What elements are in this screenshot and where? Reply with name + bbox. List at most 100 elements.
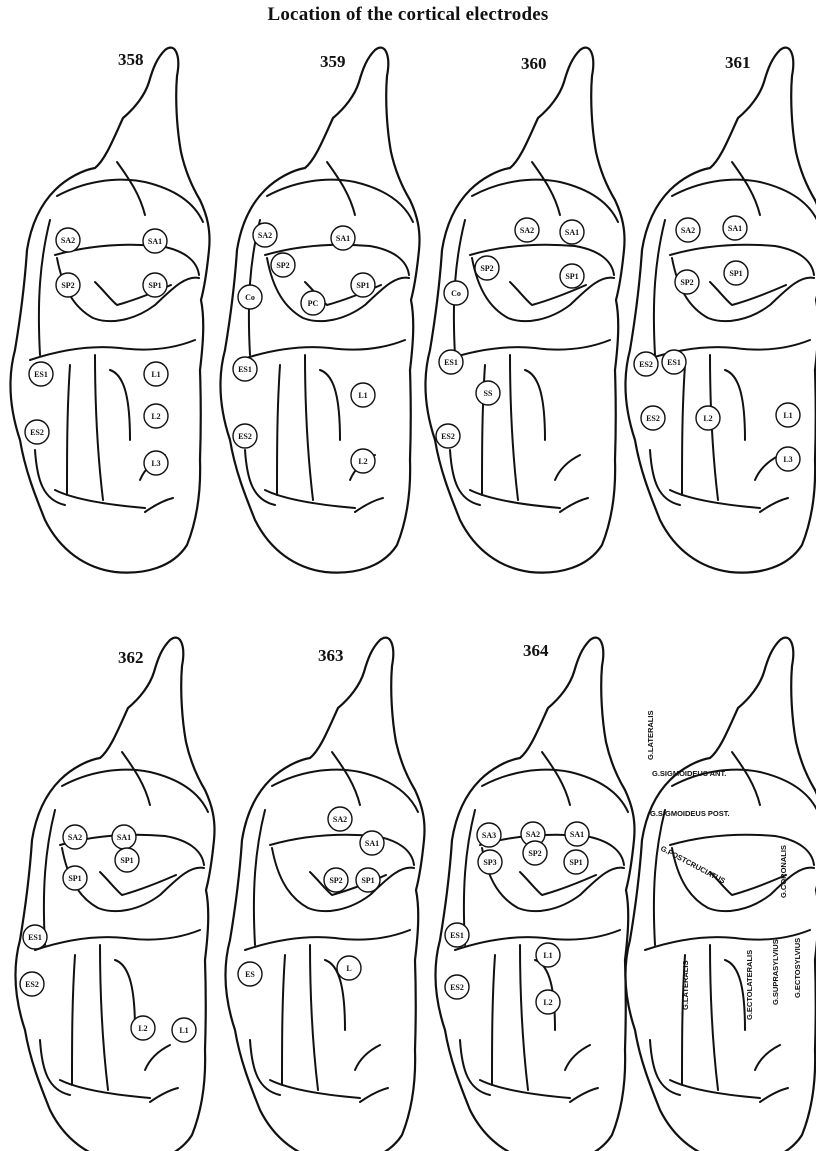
electrode-label: L bbox=[346, 964, 351, 973]
electrode-label: ES1 bbox=[238, 365, 252, 374]
electrode-label: SA1 bbox=[365, 839, 379, 848]
label-g-coronalis: G.CORONALIS bbox=[779, 845, 788, 898]
electrode-label: SP2 bbox=[276, 261, 289, 270]
label-g-sigmoideus-ant: G.SIGMOIDEUS ANT. bbox=[652, 769, 726, 778]
electrode-label: L2 bbox=[151, 412, 160, 421]
electrode-marker: SP1 bbox=[115, 848, 139, 872]
panel-number-363: 363 bbox=[318, 646, 344, 665]
electrode-label: ES2 bbox=[25, 980, 39, 989]
electrode-marker: SA2 bbox=[253, 223, 277, 247]
electrode-marker: SA1 bbox=[723, 216, 747, 240]
electrode-label: L2 bbox=[543, 998, 552, 1007]
svg-text:360: 360 bbox=[521, 54, 547, 73]
svg-text:358: 358 bbox=[118, 50, 144, 69]
electrode-marker: ES1 bbox=[233, 357, 257, 381]
electrode-label: SP2 bbox=[329, 876, 342, 885]
electrode-label: SP1 bbox=[729, 269, 742, 278]
electrode-marker: SP2 bbox=[324, 868, 348, 892]
electrode-label: SA1 bbox=[565, 228, 579, 237]
electrode-label: L1 bbox=[151, 370, 160, 379]
electrode-label: ES2 bbox=[450, 983, 464, 992]
electrode-marker: SP1 bbox=[351, 273, 375, 297]
panel-number-361: 361 bbox=[725, 53, 751, 72]
electrode-marker: SA2 bbox=[676, 218, 700, 242]
electrode-label: SP1 bbox=[361, 876, 374, 885]
brain-panel-363 bbox=[225, 638, 424, 1151]
brain-panel-362 bbox=[15, 638, 214, 1151]
electrode-label: ES1 bbox=[450, 931, 464, 940]
electrode-marker: SP2 bbox=[56, 273, 80, 297]
electrode-marker: SA3 bbox=[477, 823, 501, 847]
electrode-marker: ES2 bbox=[641, 406, 665, 430]
electrode-marker: L2 bbox=[351, 449, 375, 473]
electrode-marker: ES2 bbox=[25, 420, 49, 444]
electrode-marker: L bbox=[337, 956, 361, 980]
electrode-marker: SP3 bbox=[478, 850, 502, 874]
electrode-marker: SA2 bbox=[328, 807, 352, 831]
electrode-label: ES bbox=[245, 970, 255, 979]
electrode-marker: L3 bbox=[144, 451, 168, 475]
electrode-label: L3 bbox=[151, 459, 160, 468]
electrode-marker: Co bbox=[238, 285, 262, 309]
electrode-marker: SA1 bbox=[143, 229, 167, 253]
electrode-label: SA1 bbox=[570, 830, 584, 839]
brain-panel-360 bbox=[425, 48, 624, 573]
label-g-sigmoideus-post: G.SIGMOIDEUS POST. bbox=[650, 809, 730, 818]
label-g-ectolateralis: G.ECTOLATERALIS bbox=[745, 950, 754, 1020]
svg-text:364: 364 bbox=[523, 641, 549, 660]
electrode-marker: SS bbox=[476, 381, 500, 405]
electrode-label: SP1 bbox=[356, 281, 369, 290]
electrode-label: SS bbox=[484, 389, 493, 398]
electrode-label: SA2 bbox=[61, 236, 75, 245]
electrode-label: ES2 bbox=[238, 432, 252, 441]
electrode-marker: L2 bbox=[131, 1016, 155, 1040]
electrode-label: L2 bbox=[138, 1024, 147, 1033]
electrode-marker: SA1 bbox=[560, 220, 584, 244]
electrode-label: ES2 bbox=[30, 428, 44, 437]
electrode-marker: ES2 bbox=[634, 352, 658, 376]
electrode-label: SA2 bbox=[520, 226, 534, 235]
electrode-label: L1 bbox=[358, 391, 367, 400]
electrode-label: SP2 bbox=[680, 278, 693, 287]
electrode-label: ES1 bbox=[444, 358, 458, 367]
electrode-marker: SP2 bbox=[475, 256, 499, 280]
brain-panel-361 bbox=[625, 48, 816, 573]
electrode-label: SA1 bbox=[336, 234, 350, 243]
electrode-label: SA1 bbox=[148, 237, 162, 246]
electrode-marker: L2 bbox=[696, 406, 720, 430]
electrode-label: SP1 bbox=[148, 281, 161, 290]
svg-text:361: 361 bbox=[725, 53, 751, 72]
electrode-label: L1 bbox=[783, 411, 792, 420]
electrode-label: SP1 bbox=[68, 874, 81, 883]
electrode-marker: ES1 bbox=[439, 350, 463, 374]
panel-number-359: 359 bbox=[320, 52, 346, 71]
electrode-label: SP1 bbox=[120, 856, 133, 865]
electrode-label: SP2 bbox=[61, 281, 74, 290]
electrode-marker: SP1 bbox=[143, 273, 167, 297]
electrode-label: L1 bbox=[179, 1026, 188, 1035]
brain-panel-364 bbox=[435, 638, 634, 1151]
electrode-marker: L1 bbox=[536, 943, 560, 967]
electrode-marker: ES bbox=[238, 962, 262, 986]
electrode-marker: SA1 bbox=[360, 831, 384, 855]
electrode-label: SA1 bbox=[117, 833, 131, 842]
electrode-marker: SP2 bbox=[271, 253, 295, 277]
electrode-marker: ES1 bbox=[445, 923, 469, 947]
electrode-label: Co bbox=[451, 289, 461, 298]
label-g-lateralis-top: G.LATERALIS bbox=[646, 711, 655, 760]
electrode-marker: SP1 bbox=[63, 866, 87, 890]
electrode-marker: L3 bbox=[776, 447, 800, 471]
label-g-lateralis-bottom: G.LATERALIS bbox=[681, 961, 690, 1010]
electrode-label: SA2 bbox=[681, 226, 695, 235]
electrode-label: SA1 bbox=[728, 224, 742, 233]
electrode-label: ES1 bbox=[34, 370, 48, 379]
electrode-label: SP3 bbox=[483, 858, 496, 867]
svg-text:362: 362 bbox=[118, 648, 144, 667]
electrode-label: PC bbox=[308, 299, 319, 308]
electrode-label: ES1 bbox=[667, 358, 681, 367]
electrode-marker: SA2 bbox=[63, 825, 87, 849]
electrode-label: Co bbox=[245, 293, 255, 302]
electrode-marker: ES1 bbox=[29, 362, 53, 386]
electrode-marker: L2 bbox=[536, 990, 560, 1014]
electrode-marker: PC bbox=[301, 291, 325, 315]
